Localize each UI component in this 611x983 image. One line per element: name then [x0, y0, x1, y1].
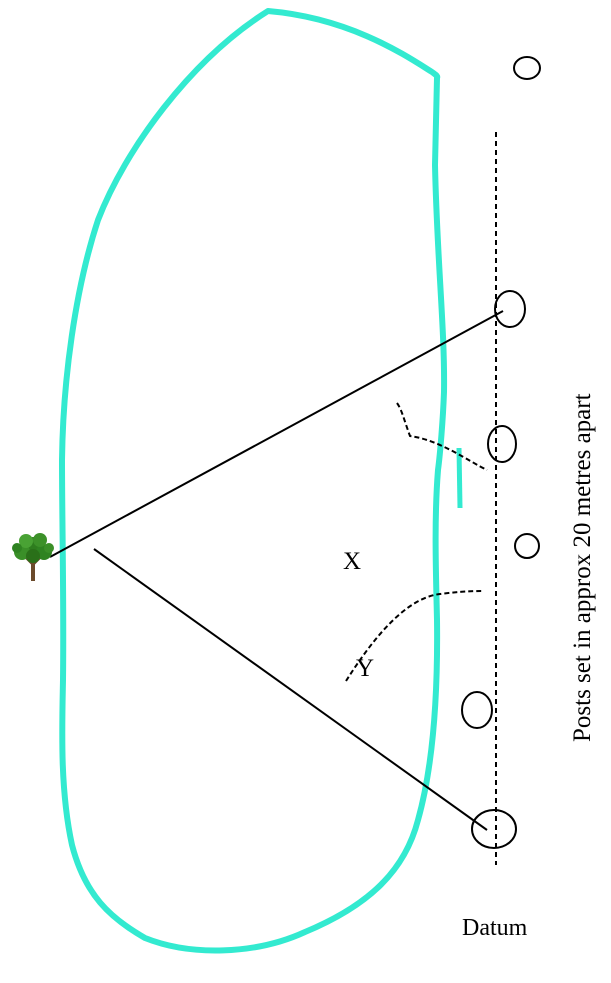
angle-y-label: Y: [356, 655, 374, 682]
tree-icon: [12, 533, 54, 581]
angle-arc-x: [396, 402, 488, 471]
sight-line-x: [49, 310, 504, 558]
lake-outline: [59, 8, 448, 954]
post-marker: [513, 56, 541, 80]
posts-caption: Posts set in approx 20 metres apart: [569, 393, 596, 742]
post-marker: [487, 425, 517, 463]
post-marker: [471, 809, 517, 849]
sight-line-y: [93, 548, 488, 831]
post-marker: [494, 290, 526, 328]
shore-marker: [456, 447, 463, 509]
angle-arc-y: [345, 590, 483, 682]
post-marker: [461, 691, 493, 729]
datum-label: Datum: [462, 915, 528, 941]
post-marker: [514, 533, 540, 559]
angle-x-label: X: [343, 548, 361, 575]
